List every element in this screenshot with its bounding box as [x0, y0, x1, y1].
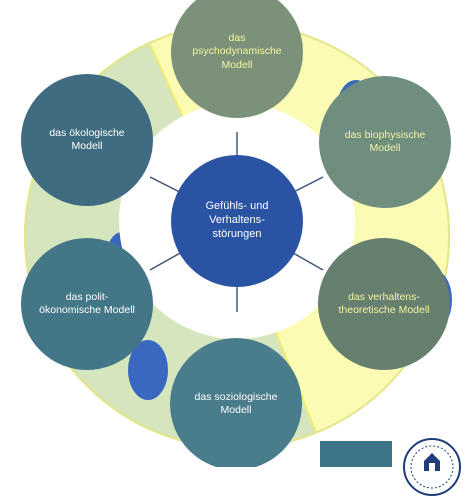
footer-bar: [320, 441, 392, 467]
models-diagram: [21, 0, 452, 467]
model-circle-oekologisch: [21, 74, 153, 206]
center-circle: [171, 155, 303, 287]
university-seal-icon: [403, 438, 461, 496]
model-circle-soziologisch: [170, 338, 302, 467]
model-circle-psychodynamisch: [171, 0, 303, 118]
model-circle-biophysisch: [319, 76, 451, 208]
model-circle-verhaltenstheoretisch: [318, 238, 450, 370]
model-circle-politoekonomisch: [21, 238, 153, 370]
diagram-stage: Gefühls- und Verhaltens- störungen das p…: [21, 0, 461, 496]
